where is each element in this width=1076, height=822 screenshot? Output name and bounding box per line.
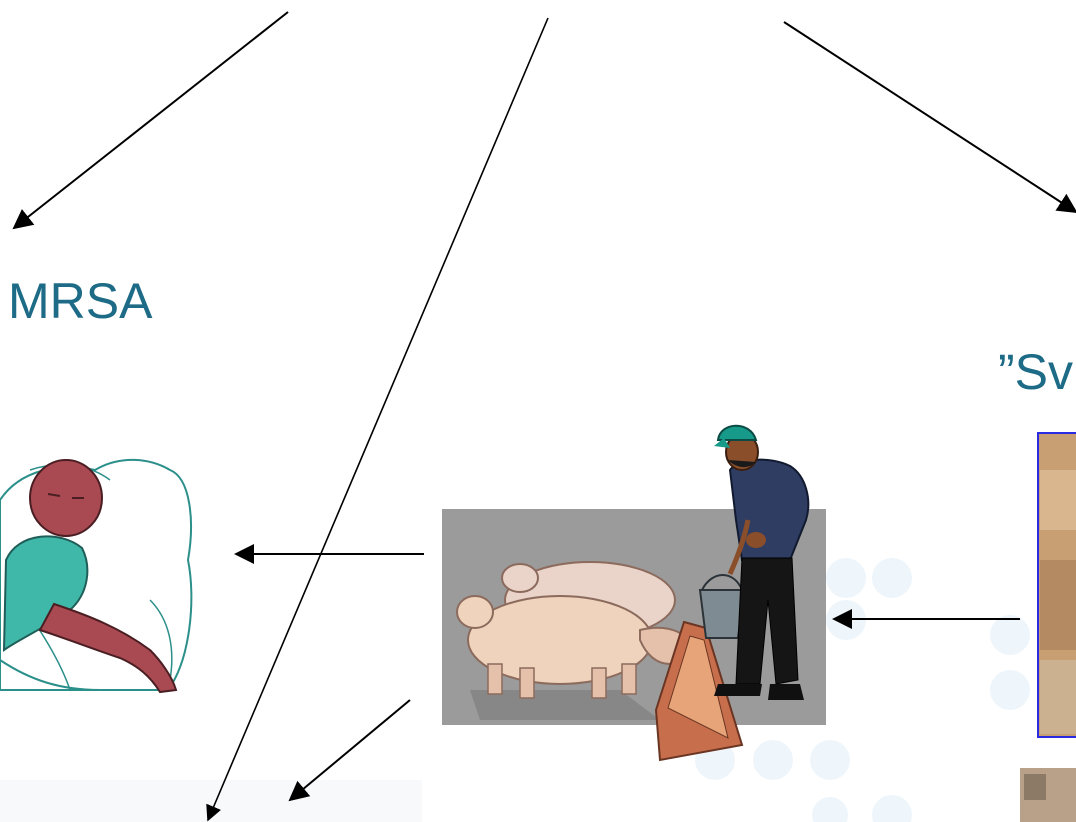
farmer-icon: [442, 426, 826, 760]
swine-label: ”Sv: [998, 343, 1073, 401]
mrsa-label: MRSA: [8, 272, 152, 330]
patient-icon: [0, 460, 191, 692]
arrow-to-swine: [784, 22, 1076, 212]
faint-bottom-panel: [0, 780, 422, 822]
arrow-to-mrsa: [14, 12, 288, 228]
